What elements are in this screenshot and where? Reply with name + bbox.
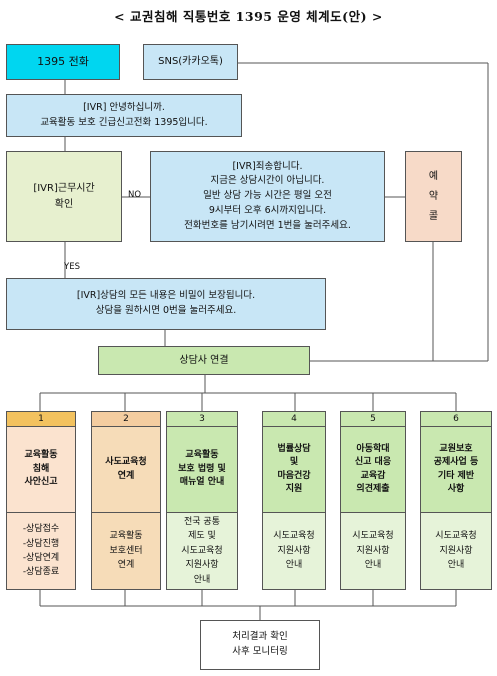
- column-detail-3: 전국 공통 제도 및 시도교육청 지원사항 안내: [166, 513, 238, 590]
- column-number-4: 4: [262, 411, 326, 427]
- column-detail-5: 시도교육청 지원사항 안내: [340, 513, 406, 590]
- ivr-privacy-box: [IVR]상담의 모든 내용은 비밀이 보장됩니다. 상담을 원하시면 0번을 …: [6, 278, 326, 330]
- reservation-call-box: 예 약 콜: [405, 151, 462, 242]
- no-label: NO: [128, 190, 142, 200]
- counselor-connect-box: 상담사 연결: [98, 346, 310, 375]
- call-1395-box: 1395 전화: [6, 44, 120, 80]
- column-title-2: 사도교육청 연계: [91, 427, 161, 513]
- column-detail-2: 교육활동 보호센터 연계: [91, 513, 161, 590]
- column-detail-4: 시도교육청 지원사항 안내: [262, 513, 326, 590]
- result-monitoring-box: 처리결과 확인 사후 모니터링: [200, 620, 320, 670]
- page-title: < 교권침해 직통번호 1395 운영 체계도(안) >: [114, 9, 383, 24]
- column-title-1: 교육활동 침해 사안신고: [6, 427, 76, 513]
- column-number-3: 3: [166, 411, 238, 427]
- column-number-2: 2: [91, 411, 161, 427]
- column-title-4: 법률상담 및 마음건강 지원: [262, 427, 326, 513]
- yes-label: YES: [64, 262, 80, 272]
- sns-box: SNS(카카오톡): [143, 44, 238, 80]
- column-title-3: 교육활동 보호 법령 및 매뉴얼 안내: [166, 427, 238, 513]
- column-number-1: 1: [6, 411, 76, 427]
- off-hours-box: [IVR]죄송합니다. 지금은 상담시간이 아닙니다. 일반 상담 가능 시간은…: [150, 151, 385, 242]
- column-title-5: 아동학대 신고 대응 교육감 의견제출: [340, 427, 406, 513]
- column-detail-1: -상담접수 -상담진행 -상담연계 -상담종료: [6, 513, 76, 590]
- column-title-6: 교원보호 공제사업 등 기타 제반 사항: [420, 427, 492, 513]
- column-number-6: 6: [420, 411, 492, 427]
- column-number-5: 5: [340, 411, 406, 427]
- hours-check-box: [IVR]근무시간 확인: [6, 151, 122, 242]
- ivr-greeting-box: [IVR] 안녕하십니까. 교육활동 보호 긴급신고전화 1395입니다.: [6, 94, 242, 137]
- column-detail-6: 시도교육청 지원사항 안내: [420, 513, 492, 590]
